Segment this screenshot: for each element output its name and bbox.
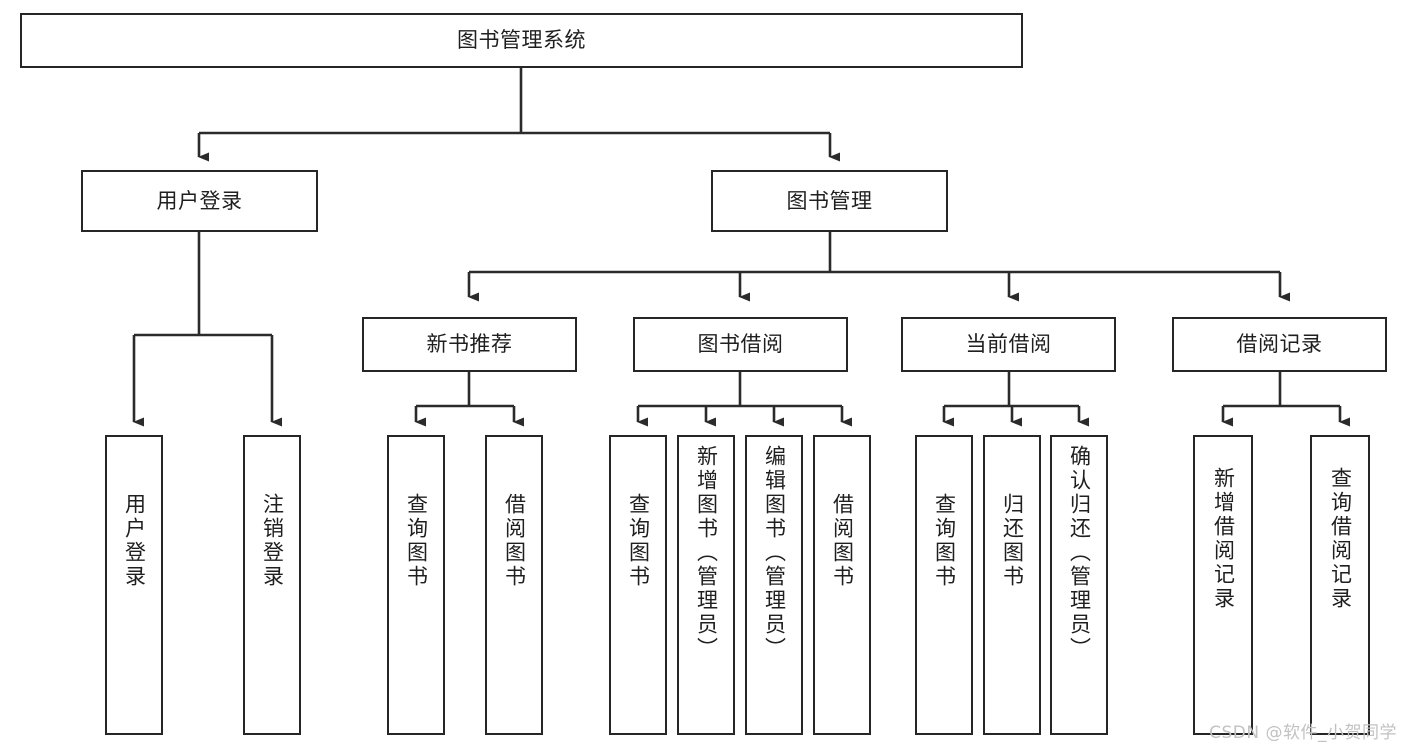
node-label: 注销登录 [260, 493, 285, 589]
node-label: 查询图书 [626, 493, 651, 589]
node-leaf-add-borrow-record[interactable]: 新增借阅记录 [1193, 435, 1253, 735]
node-root-book-management-system[interactable]: 图书管理系统 [20, 13, 1023, 68]
node-leaf-user-login[interactable]: 用户登录 [105, 435, 163, 735]
node-leaf-confirm-return-admin[interactable]: 确认归还（管理员） [1050, 435, 1108, 735]
node-book-borrow[interactable]: 图书借阅 [633, 317, 848, 372]
node-label: 用户登录 [122, 493, 147, 589]
node-label: 新增图书（管理员） [694, 445, 719, 661]
node-label: 查询图书 [932, 493, 957, 589]
node-leaf-logout-login[interactable]: 注销登录 [243, 435, 301, 735]
node-borrow-record[interactable]: 借阅记录 [1172, 317, 1387, 372]
node-label: 编辑图书（管理员） [762, 445, 787, 661]
node-leaf-query-book-borrow[interactable]: 查询图书 [609, 435, 667, 735]
node-book-management[interactable]: 图书管理 [711, 170, 948, 232]
node-leaf-query-book-new-recommend[interactable]: 查询图书 [387, 435, 445, 735]
node-leaf-add-book-admin[interactable]: 新增图书（管理员） [677, 435, 735, 735]
node-leaf-borrow-book-new-recommend[interactable]: 借阅图书 [485, 435, 543, 735]
node-leaf-edit-book-admin[interactable]: 编辑图书（管理员） [745, 435, 803, 735]
node-label: 图书管理 [786, 188, 873, 213]
node-label: 查询借阅记录 [1328, 467, 1353, 611]
node-label: 新增借阅记录 [1211, 467, 1236, 611]
node-user-login[interactable]: 用户登录 [81, 170, 318, 232]
node-label: 图书借阅 [697, 332, 784, 357]
node-label: 用户登录 [156, 188, 243, 213]
node-leaf-query-borrow-record[interactable]: 查询借阅记录 [1310, 435, 1370, 735]
node-new-book-recommend[interactable]: 新书推荐 [362, 317, 577, 372]
node-leaf-borrow-book-borrow[interactable]: 借阅图书 [813, 435, 871, 735]
node-leaf-return-book[interactable]: 归还图书 [983, 435, 1041, 735]
node-label: 查询图书 [404, 493, 429, 589]
node-label: 确认归还（管理员） [1067, 445, 1092, 661]
node-label: 借阅图书 [502, 493, 527, 589]
watermark-text: CSDN @软件_小贺同学 [1209, 723, 1397, 743]
node-leaf-query-book-current[interactable]: 查询图书 [915, 435, 973, 735]
node-label: 归还图书 [1000, 493, 1025, 589]
node-current-borrow[interactable]: 当前借阅 [901, 317, 1116, 372]
node-label: 当前借阅 [965, 332, 1052, 357]
node-label: 新书推荐 [426, 332, 513, 357]
node-label: 图书管理系统 [457, 28, 586, 53]
node-label: 借阅图书 [830, 493, 855, 589]
node-label: 借阅记录 [1236, 332, 1323, 357]
